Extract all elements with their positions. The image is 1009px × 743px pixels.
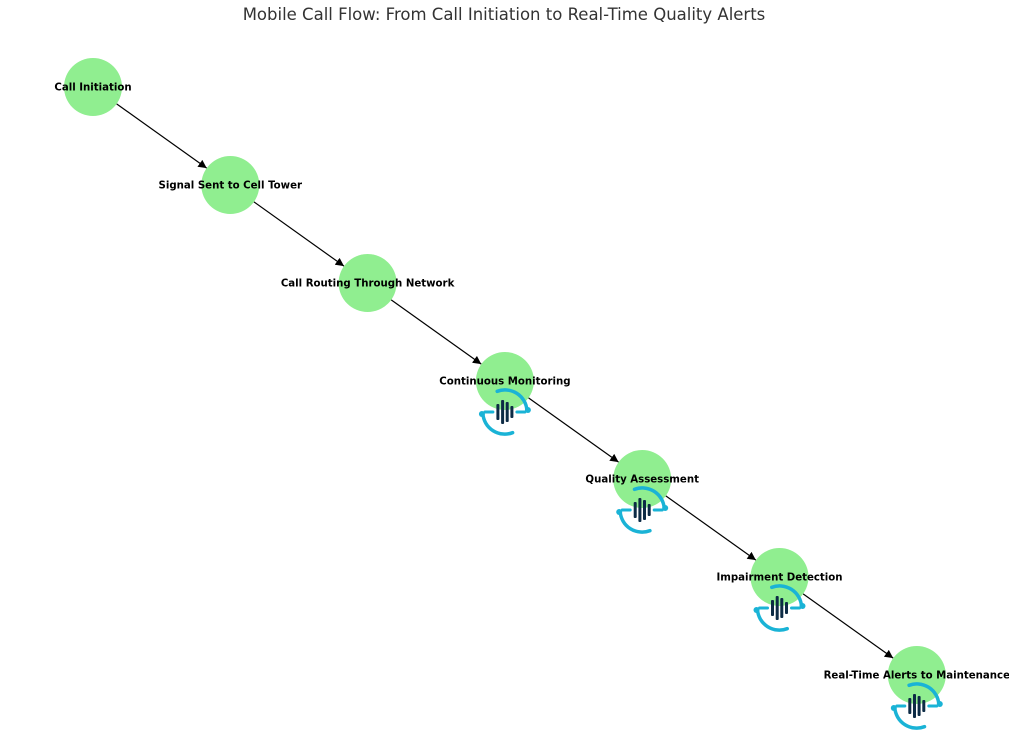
quality-monitor-icon — [890, 682, 943, 730]
node-label: Call Initiation — [54, 83, 131, 94]
node-label: Quality Assessment — [585, 475, 699, 486]
quality-monitor-icon — [753, 584, 806, 632]
node-label: Signal Sent to Cell Tower — [159, 181, 302, 192]
edge-arrow — [116, 103, 208, 169]
edge-arrow — [802, 593, 894, 659]
node-label: Call Routing Through Network — [281, 279, 455, 290]
flow-node-call-initiation — [64, 58, 122, 116]
edge-arrow — [390, 299, 482, 365]
flow-node-call-routing — [338, 254, 397, 312]
flow-node-signal-sent — [201, 156, 260, 214]
edge-arrow — [253, 201, 345, 267]
quality-monitor-icon — [478, 388, 531, 436]
edge-arrow — [528, 397, 619, 463]
icons-layer — [478, 388, 943, 730]
node-label: Real-Time Alerts to Maintenance — [824, 671, 1009, 682]
quality-monitor-icon — [616, 486, 669, 534]
node-label: Continuous Monitoring — [439, 377, 570, 388]
edge-arrow — [665, 495, 757, 561]
node-label: Impairment Detection — [716, 573, 842, 584]
diagram-title: Mobile Call Flow: From Call Initiation t… — [243, 5, 766, 24]
edges-layer — [116, 103, 894, 659]
